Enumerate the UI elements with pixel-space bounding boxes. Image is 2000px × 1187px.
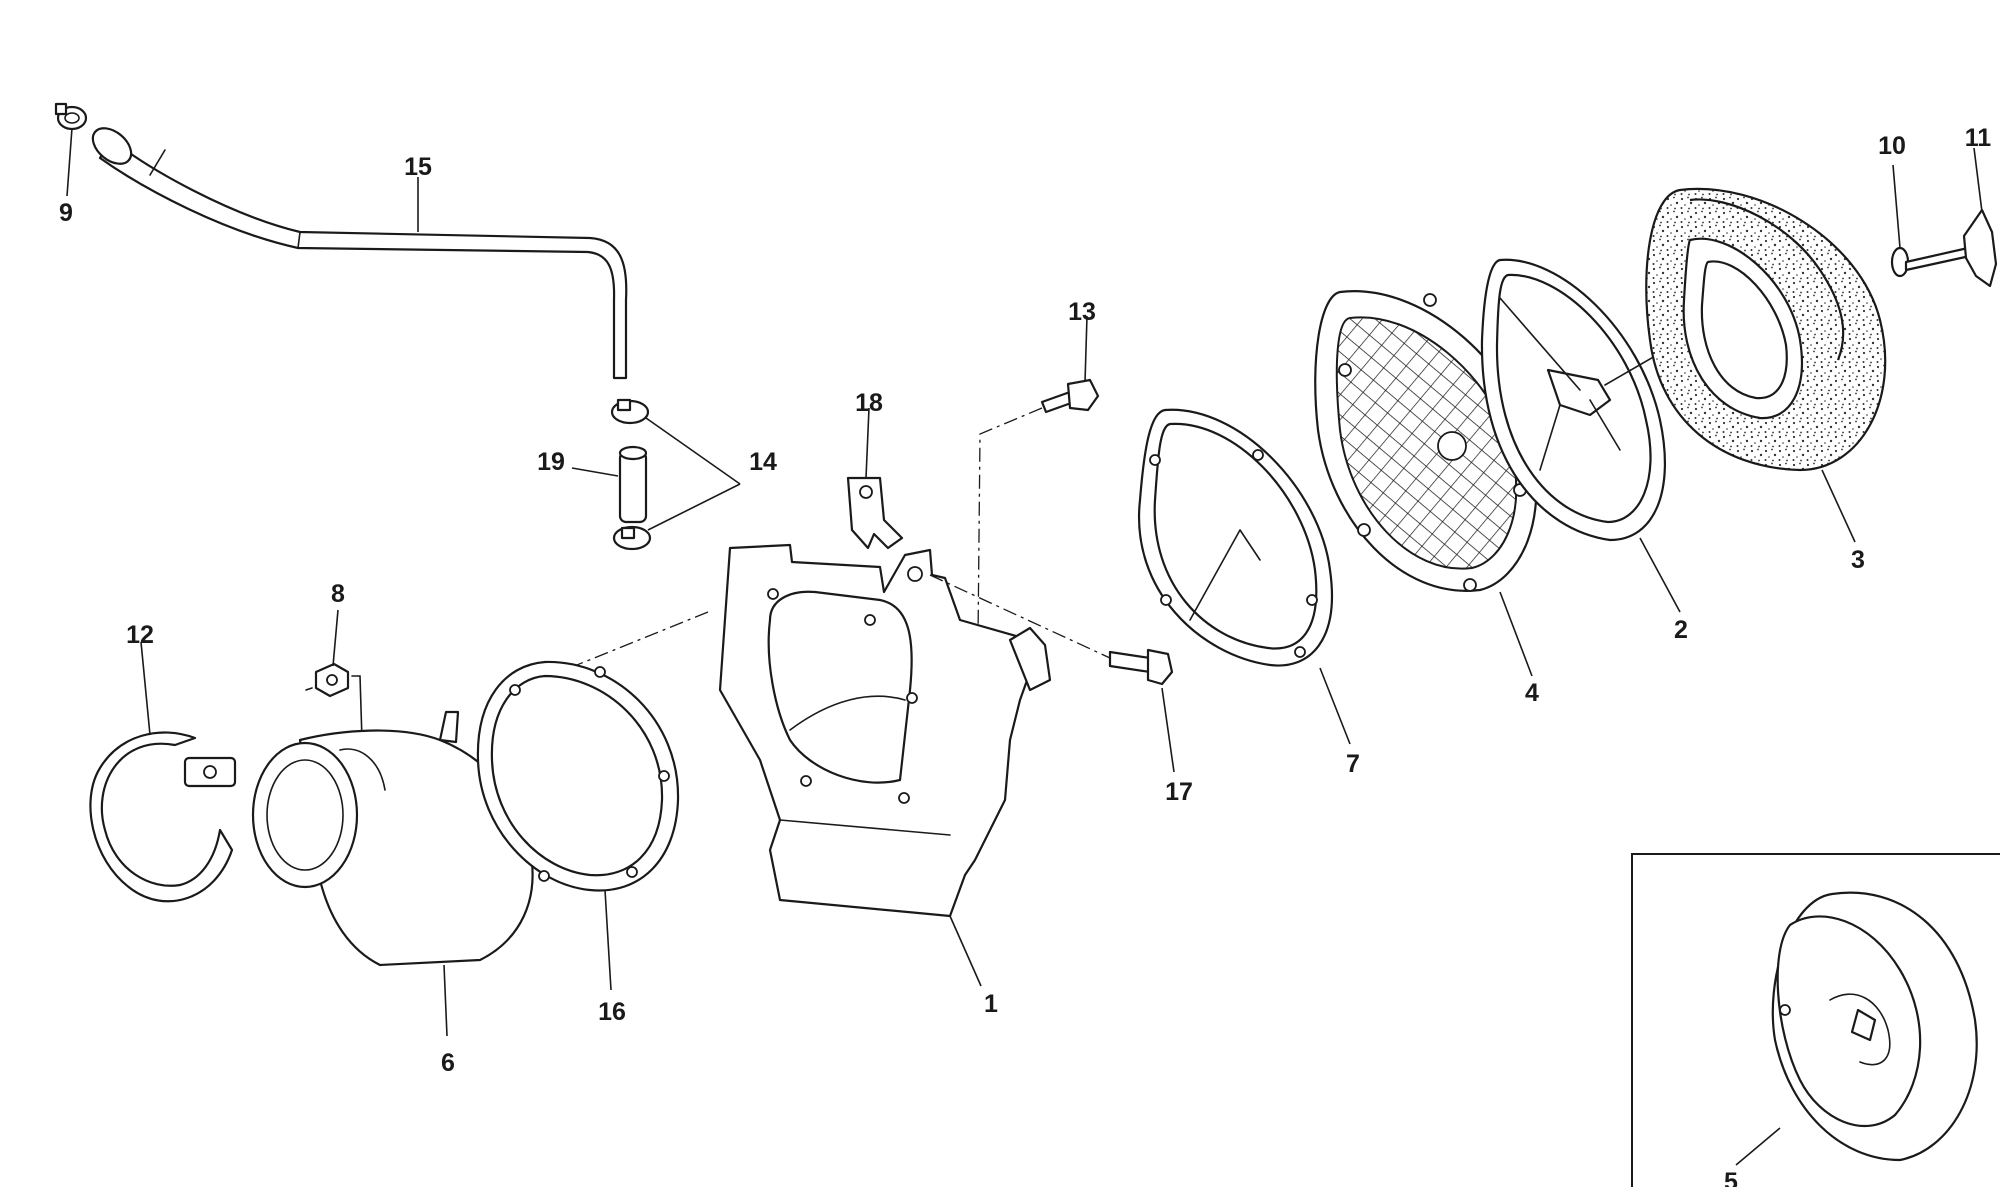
housing-part-1: [718, 543, 1052, 918]
callout-19: 19: [537, 448, 565, 476]
callout-17: 17: [1165, 778, 1193, 806]
wing-nut-part-11: [1904, 208, 1998, 288]
callout-labels: 1 2 3 4 5 6 7 8 9 10 11 12 13 14 15 16 1…: [59, 124, 1991, 1187]
clamp-part-14-upper: [610, 398, 650, 425]
callout-14: 14: [749, 448, 777, 476]
band-clamp-part-12: [89, 731, 237, 903]
clip-part-18: [846, 476, 904, 550]
callout-1: 1: [984, 990, 998, 1018]
assembly-line-17: [929, 574, 1111, 659]
callout-9: 9: [59, 199, 73, 227]
callout-15: 15: [404, 153, 432, 181]
callout-12: 12: [126, 621, 154, 649]
mesh-filter-part-4: [1314, 290, 1538, 592]
callout-5: 5: [1724, 1168, 1738, 1187]
nut-part-8: [314, 662, 350, 698]
callout-11: 11: [1965, 124, 1992, 152]
callout-4: 4: [1525, 679, 1539, 707]
bolt-part-17: [1108, 648, 1174, 686]
hose-clamp-part-9: [54, 102, 88, 131]
gasket-part-7: [1137, 408, 1333, 667]
leader-lines: [66, 127, 1983, 1166]
filter-frame-part-2: [1480, 258, 1701, 542]
callout-2: 2: [1674, 616, 1688, 644]
callout-6: 6: [441, 1049, 455, 1077]
hose-part-15: [91, 127, 628, 380]
intake-elbow-part-6: [251, 710, 534, 967]
cover-part-5: [1771, 891, 1978, 1162]
gasket-part-16: [476, 660, 680, 892]
callout-8: 8: [331, 580, 345, 608]
foam-element-part-3: [1645, 187, 1887, 472]
detail-inset-frame: [1631, 853, 2000, 1187]
callout-18: 18: [855, 389, 883, 417]
clamp-part-14-lower: [612, 525, 652, 551]
assembly-line-8: [305, 675, 363, 741]
callout-16: 16: [598, 998, 626, 1026]
callout-10: 10: [1878, 132, 1906, 160]
connector-part-19: [618, 445, 648, 524]
assembly-line-13: [977, 407, 1043, 641]
callout-3: 3: [1851, 546, 1865, 574]
callout-7: 7: [1346, 750, 1360, 778]
callout-13: 13: [1068, 298, 1096, 326]
screw-part-13: [1040, 378, 1100, 414]
